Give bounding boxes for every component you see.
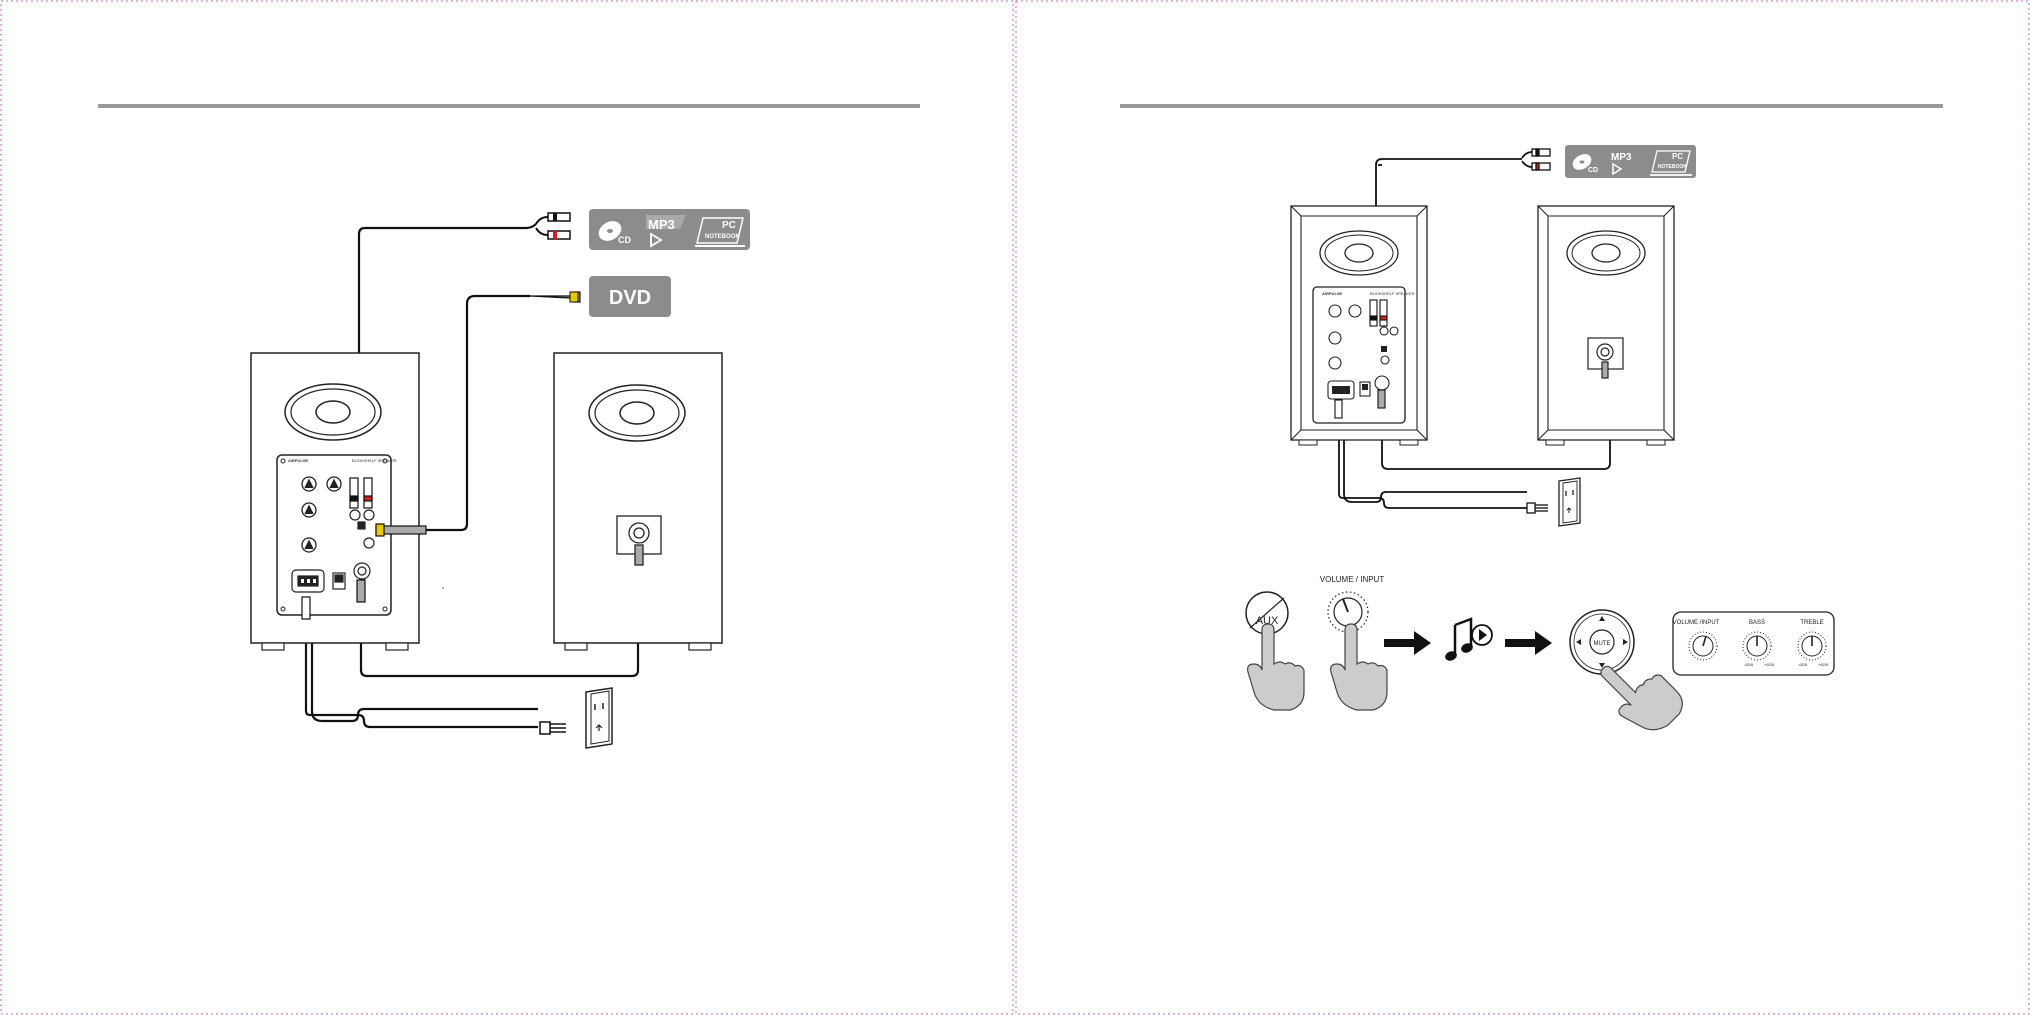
knob-panel: VOLUME /INPUT BASS TREBLE -6DB +6DB -6DB… <box>1673 612 1834 675</box>
arrow-right-icon <box>1384 631 1431 655</box>
knob-panel-treble-label: TREBLE <box>1800 620 1823 626</box>
bass-high-label: +6DB <box>1764 662 1774 667</box>
right-speaker-back-right-page <box>1538 206 1674 445</box>
arrow-right-icon-2 <box>1505 631 1552 655</box>
brand-label: AIRPULSE <box>288 458 309 463</box>
cd-mp3-pc-badge: CD MP3 PC NOTEBOOK <box>589 209 750 250</box>
left-diagram: CD MP3 PC NOTEBOOK DVD <box>251 209 750 748</box>
mp3-label-right: MP3 <box>1611 152 1632 163</box>
aux-step: AUX <box>1246 592 1304 710</box>
treble-high-label: +6DB <box>1818 662 1828 667</box>
cd-label-right: CD <box>1588 167 1598 174</box>
hand-press-icon <box>1248 624 1304 710</box>
brand-label-right: AIRPULSE <box>1322 291 1343 296</box>
mute-label: MUTE <box>1594 641 1611 647</box>
treble-low-label: -6DB <box>1798 662 1807 667</box>
coax-plug-dvd <box>530 292 580 302</box>
port-oval <box>285 384 381 440</box>
notebook-label-right: NOTEBOOK <box>1658 164 1687 170</box>
volume-input-step: VOLUME / INPUT <box>1320 575 1387 710</box>
notebook-label: NOTEBOOK <box>705 234 740 240</box>
dvd-label: DVD <box>609 287 651 309</box>
bass-low-label: -6DB <box>1744 662 1753 667</box>
power-switch <box>333 573 345 589</box>
right-diagram: CD MP3 PC NOTEBOOK <box>1246 145 1834 744</box>
knob-panel-bass-label: BASS <box>1749 620 1765 626</box>
pc-label: PC <box>722 220 736 231</box>
left-speaker-back-right-page: AIRPULSE BOOKSHELF SPEAKER <box>1291 206 1427 445</box>
page-border-left <box>1 1 1013 1014</box>
hand-turn-icon <box>1331 624 1387 710</box>
right-speaker-back <box>554 353 722 650</box>
wall-outlet-left <box>586 688 612 748</box>
rca-plugs-top <box>536 213 570 239</box>
rca-plugs-top-right <box>1522 149 1550 170</box>
model-label: BOOKSHELF SPEAKER <box>352 458 397 463</box>
mute-control-icon: MUTE <box>1570 610 1634 674</box>
volume-input-step-label: VOLUME / INPUT <box>1320 575 1385 584</box>
cd-mp3-pc-badge-right: CD MP3 PC NOTEBOOK <box>1565 145 1696 178</box>
power-inlet <box>292 570 324 592</box>
pc-label-right: PC <box>1672 152 1683 161</box>
model-label-right: BOOKSHELF SPEAKER <box>1370 291 1415 296</box>
music-play-icon <box>1444 619 1492 662</box>
knob-panel-volume-label: VOLUME /INPUT <box>1673 620 1720 626</box>
inserted-coax <box>376 524 426 536</box>
mp3-label: MP3 <box>648 217 675 232</box>
speaker-out-jack <box>354 563 370 579</box>
left-speaker-back: AIRPULSE BOOKSHELF SPEAKER <box>251 353 426 650</box>
power-plug-right <box>1527 503 1548 513</box>
power-plug-left <box>540 722 566 734</box>
mute-step: MUTE <box>1570 610 1689 744</box>
dvd-badge: DVD <box>589 276 671 317</box>
cd-label: CD <box>618 235 631 245</box>
wall-outlet-right <box>1559 478 1580 526</box>
